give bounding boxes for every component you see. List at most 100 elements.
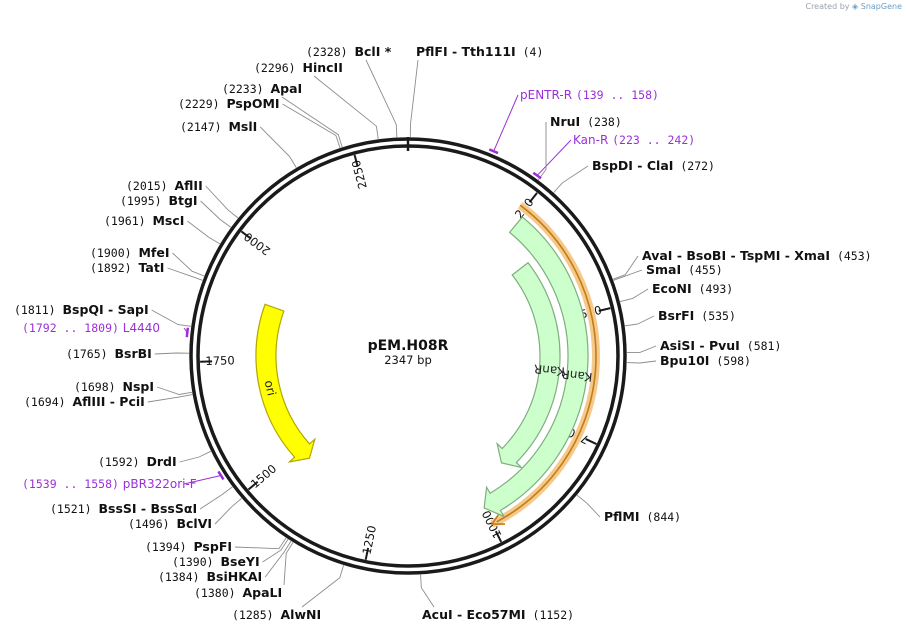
- snapgene-credit: Created by ◈ SnapGene: [805, 2, 902, 11]
- primer-mark[interactable]: [532, 171, 542, 180]
- tick-mark: [494, 530, 503, 543]
- site-label[interactable]: BspDI - ClaI (272): [592, 158, 715, 173]
- site-label[interactable]: AsiSI - PvuI (581): [660, 338, 781, 353]
- primer-label[interactable]: (1539 .. 1558) pBR322ori-F: [22, 477, 197, 491]
- site-label[interactable]: (1380) ApaLI: [194, 585, 282, 600]
- site-leader: [264, 540, 292, 578]
- primer-label[interactable]: pENTR-R (139 .. 158): [520, 88, 659, 102]
- site-label[interactable]: (1285) AlwNI: [232, 607, 321, 622]
- site-label[interactable]: (1765) BsrBI: [66, 346, 152, 361]
- credit-prefix: Created by: [805, 2, 850, 11]
- site-label[interactable]: Bpu10I (598): [660, 353, 751, 368]
- tick-mark: [528, 192, 538, 203]
- site-leader: [613, 269, 643, 281]
- feature-ori-arrow[interactable]: [255, 303, 316, 463]
- site-leader: [200, 200, 232, 228]
- site-leader: [147, 394, 193, 403]
- site-label[interactable]: (1995) BtgI: [120, 193, 198, 208]
- site-label[interactable]: (1961) MscI: [104, 213, 184, 228]
- plasmid-length: 2347 bp: [384, 353, 432, 367]
- site-leader: [313, 75, 379, 140]
- site-leader: [409, 59, 419, 138]
- site-leader: [576, 494, 601, 518]
- site-label[interactable]: BsrFI (535): [658, 308, 736, 323]
- site-labels[interactable]: PflFI - Tth111I (4) NruI (238) BspDI - Cla…: [14, 44, 872, 622]
- feature-label: ori: [262, 379, 279, 397]
- site-label[interactable]: (1892) TatI: [90, 260, 164, 275]
- tick-label: 1250: [359, 524, 379, 556]
- site-label[interactable]: (1394) PspFI: [145, 539, 232, 554]
- site-leader: [234, 537, 287, 550]
- tick-mark: [353, 154, 359, 167]
- site-leader: [281, 96, 343, 148]
- site-leader: [205, 185, 239, 219]
- feature-label: KanR: [561, 367, 593, 384]
- site-leader: [172, 252, 205, 277]
- site-label[interactable]: (1390) BseYI: [172, 554, 260, 569]
- site-leader: [156, 386, 193, 395]
- site-label[interactable]: (1496) BclVI: [128, 516, 212, 531]
- site-label[interactable]: (2233) ApaI: [222, 81, 302, 96]
- site-leader: [553, 165, 589, 193]
- site-leader: [365, 59, 398, 138]
- site-label[interactable]: (1592) DrdI: [98, 454, 177, 469]
- site-label[interactable]: (1698) NspI: [74, 379, 154, 394]
- site-leader: [537, 122, 547, 181]
- plasmid-backbone: [189, 137, 627, 575]
- site-leader: [259, 126, 297, 168]
- site-label[interactable]: (1521) BssSI - BssSαI: [50, 501, 197, 516]
- site-label[interactable]: NruI (238): [550, 114, 622, 129]
- feature-label: KanR: [533, 362, 565, 379]
- site-label[interactable]: (2229) PspOMI: [178, 96, 280, 111]
- site-label[interactable]: PflMI (844): [604, 509, 681, 524]
- primer-marks[interactable]: pENTR-R (139 .. 158) Kan-R (223 .. 242) (1…: [22, 88, 695, 491]
- feature-kanr-arrow[interactable]: [496, 261, 561, 469]
- site-leader: [151, 309, 192, 327]
- primer-leader: [183, 474, 221, 485]
- feature-kanr-arrow[interactable]: [483, 216, 589, 518]
- site-leader: [619, 288, 649, 303]
- primer-mark[interactable]: [488, 148, 499, 155]
- site-label[interactable]: (2015) AflII: [126, 178, 203, 193]
- site-leader: [262, 538, 289, 563]
- primer-mark[interactable]: [185, 327, 190, 338]
- site-label[interactable]: SmaI (455): [646, 262, 723, 277]
- site-label[interactable]: (1811) BspQI - SapI: [14, 302, 149, 317]
- site-leader: [283, 542, 294, 586]
- tick-mark: [598, 307, 611, 312]
- primer-mark[interactable]: [217, 470, 225, 481]
- site-leader: [612, 255, 639, 280]
- site-label[interactable]: PflFI - Tth111I (4): [416, 44, 543, 59]
- primer-label[interactable]: Kan-R (223 .. 242): [573, 133, 695, 147]
- tick-mark: [585, 438, 597, 445]
- credit-brand: SnapGene: [860, 2, 902, 11]
- tick-mark: [240, 230, 252, 240]
- tick-mark: [247, 481, 259, 491]
- site-label[interactable]: (1694) AflIII - PciI: [24, 394, 145, 409]
- primer-leader: [493, 94, 519, 152]
- site-label[interactable]: (2296) HincII: [254, 60, 343, 75]
- site-label[interactable]: (2328) BclI *: [306, 44, 392, 59]
- site-leader: [420, 574, 435, 608]
- plasmid-name: pEM.H08R: [368, 338, 449, 354]
- site-label[interactable]: (2147) MslI: [180, 119, 257, 134]
- tick-mark: [364, 547, 370, 560]
- site-label[interactable]: (1900) MfeI: [90, 245, 170, 260]
- site-label[interactable]: AvaI - BsoBI - TspMI - XmaI (453): [642, 248, 872, 263]
- site-label[interactable]: (1384) BsiHKAI: [158, 569, 262, 584]
- snapgene-logo-icon: ◈: [852, 2, 859, 11]
- site-leader: [187, 220, 221, 245]
- selection-arrowhead: [490, 513, 505, 525]
- site-leader: [301, 565, 345, 608]
- primer-label[interactable]: (1792 .. 1809) L4440: [22, 321, 160, 335]
- site-label[interactable]: EcoNI (493): [652, 281, 733, 296]
- site-leader: [626, 360, 657, 364]
- site-leader: [199, 486, 233, 510]
- tick-label: 2250: [349, 158, 370, 190]
- site-leader: [626, 345, 657, 354]
- site-leader: [214, 497, 242, 525]
- tick-label: 1500: [248, 461, 279, 491]
- site-label[interactable]: AcuI - Eco57MI (1152): [422, 607, 574, 622]
